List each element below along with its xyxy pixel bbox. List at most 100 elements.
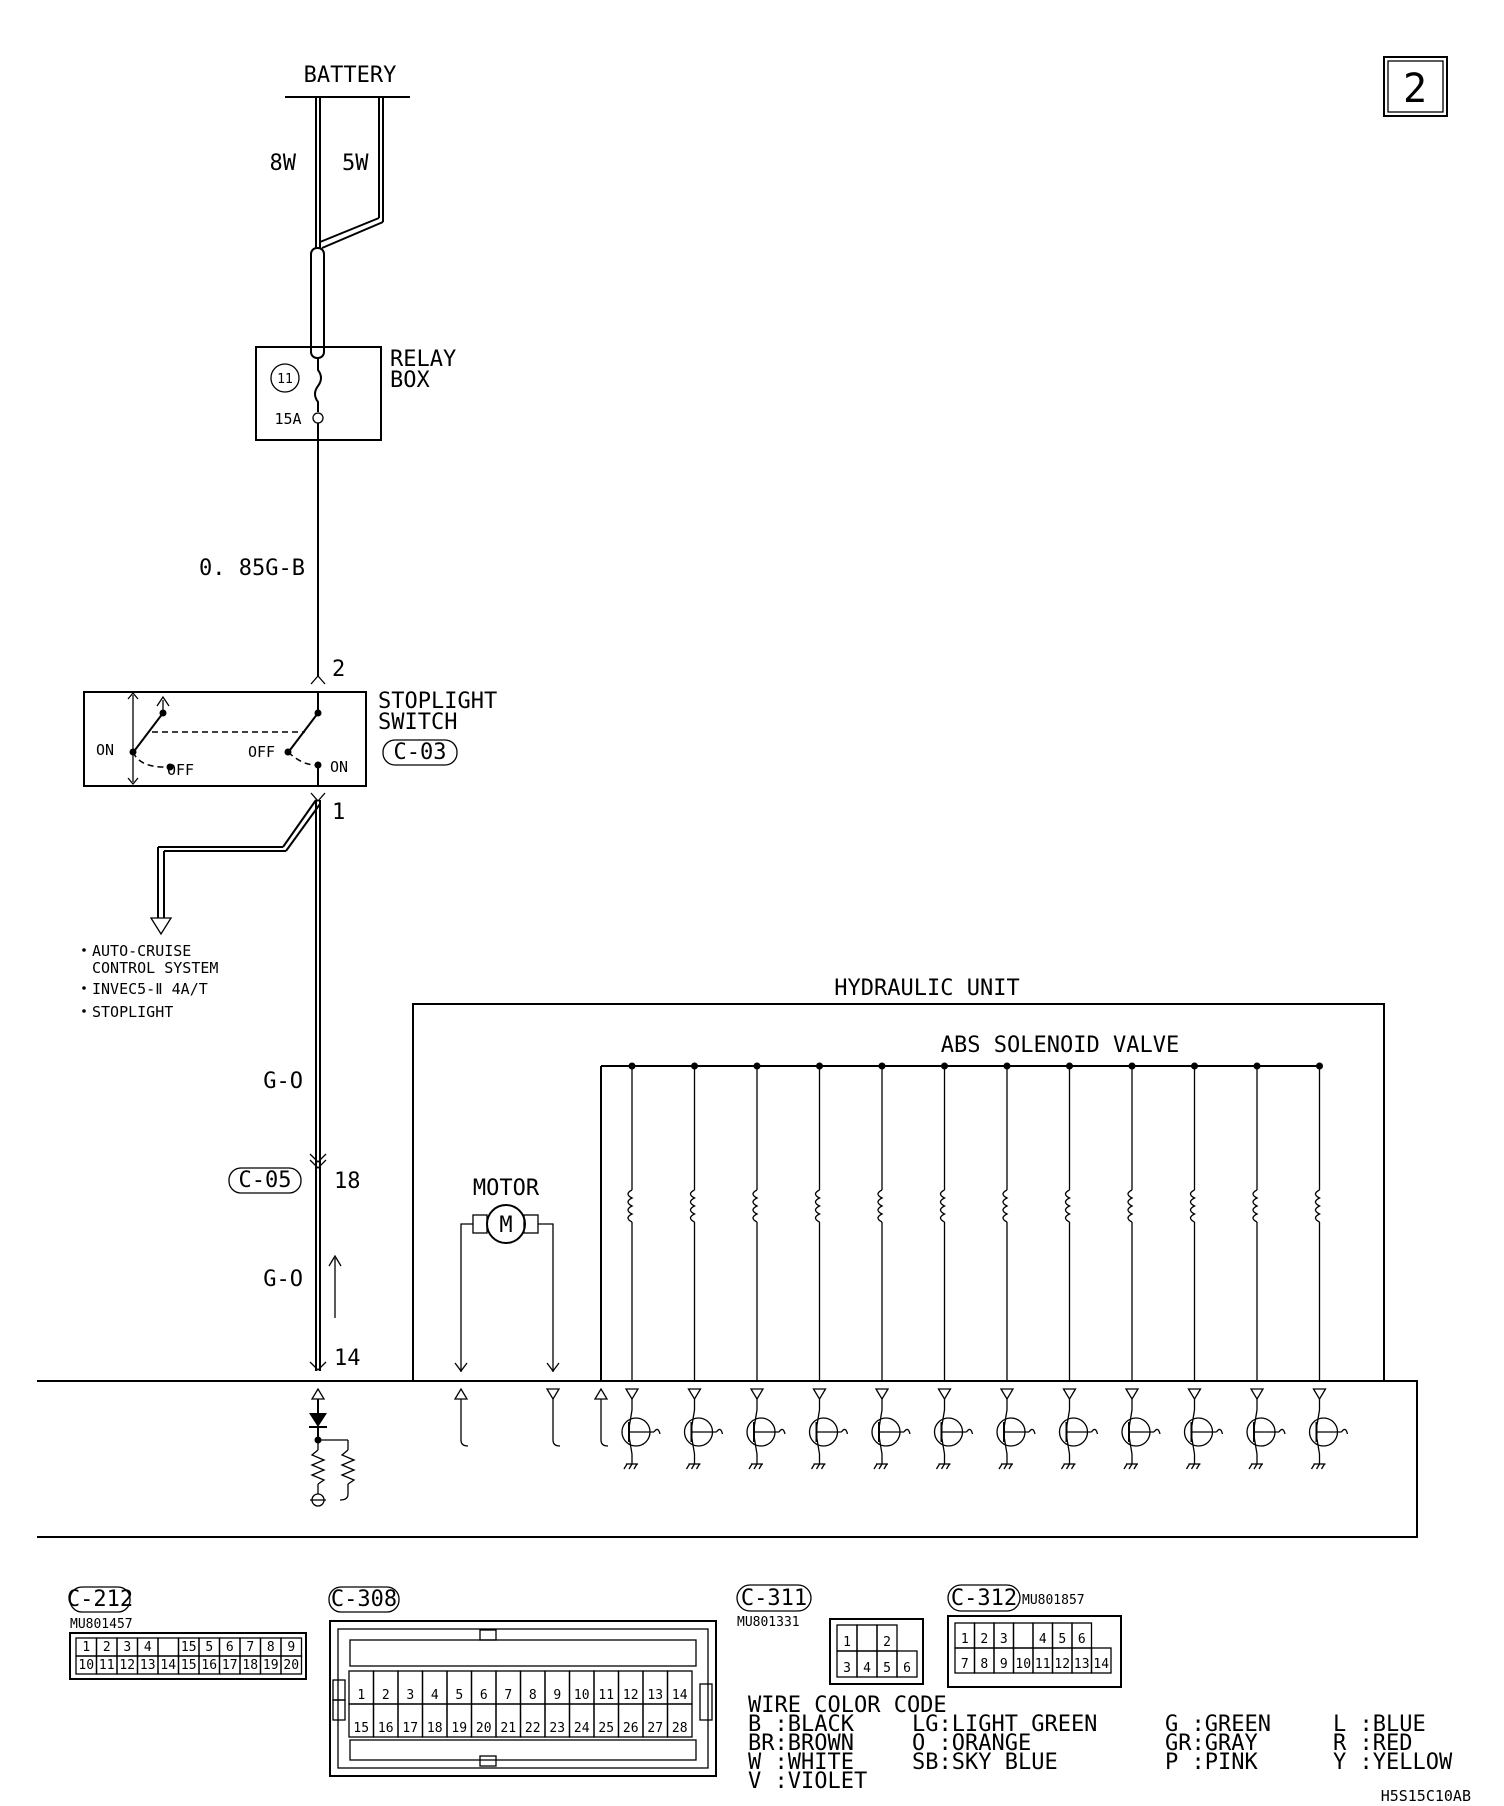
c212-pin-label: 16 <box>201 1658 217 1673</box>
c308-pin-label: 23 <box>549 1721 565 1736</box>
c212-pin-cell <box>157 1637 180 1657</box>
driver-transistor-2 <box>683 1388 724 1470</box>
switch-contact-off-right: OFF <box>248 743 275 761</box>
page-number: 2 <box>1403 66 1427 112</box>
c312-pin-label: 13 <box>1074 1657 1090 1672</box>
wire-color-code-entry: L :BLUE <box>1333 1712 1426 1737</box>
switch-contact-on-right: ON <box>330 758 348 776</box>
solenoid-valve-12 <box>1314 1062 1323 1381</box>
solenoid-valve-3 <box>752 1062 761 1381</box>
wire-label-g-o-upper: G-O <box>263 1069 303 1094</box>
c312-pin-cell: 13 <box>1071 1647 1093 1674</box>
c212-pin-cell: 6 <box>218 1637 241 1657</box>
c212-pin-cell: 1 <box>75 1637 98 1657</box>
c312-pin-cell: 3 <box>993 1622 1015 1649</box>
c308-pin-cell: 26 <box>617 1703 644 1738</box>
fuse-number: 11 <box>277 372 293 387</box>
c308-pin-cell: 9 <box>544 1670 571 1705</box>
wire-color-code-entry: G :GREEN <box>1165 1712 1271 1737</box>
c308-pin-label: 4 <box>431 1688 439 1703</box>
driver-transistor-5 <box>871 1388 911 1470</box>
hydraulic-unit-label: HYDRAULIC UNIT <box>834 976 1019 1001</box>
c312-pin-label: 12 <box>1054 1657 1070 1672</box>
c212-pin-cell: 15 <box>177 1637 200 1657</box>
figure-code: H5S15C10AB <box>1381 1787 1471 1805</box>
coil-icon <box>1064 1189 1071 1223</box>
connector-c212-part-no: MU801457 <box>70 1617 133 1632</box>
c308-pin-cell: 23 <box>544 1703 571 1738</box>
abs-solenoid-valve-label: ABS SOLENOID VALVE <box>941 1033 1179 1058</box>
c312-pin-cell: 10 <box>1012 1647 1034 1674</box>
switch-label-line1: STOPLIGHT <box>378 689 497 714</box>
c312-pin-label: 3 <box>1000 1632 1008 1647</box>
c308-pin-cell: 11 <box>593 1670 620 1705</box>
driver-transistor-12 <box>1308 1388 1349 1470</box>
wire-color-code-entry: W :WHITE <box>748 1750 854 1775</box>
hydraulic-unit: HYDRAULIC UNIT ABS SOLENOID VALVE MOTOR … <box>412 976 1385 1381</box>
c308-pin-cell: 6 <box>470 1670 497 1705</box>
connector-c308-label: C-308 <box>331 1587 397 1612</box>
connector-c312-label: C-312 <box>951 1586 1017 1611</box>
c311-pin-cell: 6 <box>896 1650 918 1678</box>
c212-pin-label: 20 <box>283 1658 299 1673</box>
connector-c05-oval <box>228 1167 302 1194</box>
c308-pin-cell: 13 <box>642 1670 669 1705</box>
fuse-number-circle <box>270 363 300 393</box>
c308-pin-cell: 21 <box>495 1703 522 1738</box>
c311-pin-cell: 3 <box>836 1650 858 1678</box>
c308-pin-cell: 19 <box>446 1703 473 1738</box>
wire-color-code-entry: B :BLACK <box>748 1712 855 1737</box>
c308-pin-cell: 18 <box>421 1703 448 1738</box>
c312-pin-label: 11 <box>1035 1657 1051 1672</box>
coil-icon <box>689 1189 696 1223</box>
connector-c311-label: C-311 <box>741 1586 807 1611</box>
solenoid-valve-7 <box>1002 1062 1011 1381</box>
wire-label-8w: 8W <box>270 151 297 176</box>
c212-pin-label: 15 <box>181 1640 197 1655</box>
branch-wire: AUTO-CRUISE CONTROL SYSTEM INVEC5-Ⅱ 4A/T… <box>82 799 321 1021</box>
relay-box-label-line1: RELAY <box>390 347 456 372</box>
c312-pin-label: 2 <box>980 1632 988 1647</box>
c312-pin-cell: 4 <box>1032 1622 1054 1649</box>
solenoid-valve-11 <box>1252 1062 1261 1381</box>
c308-pin-cell: 25 <box>593 1703 620 1738</box>
c312-pin-cell: 5 <box>1051 1622 1073 1649</box>
c308-pin-cell: 7 <box>495 1670 522 1705</box>
driver-transistor-3 <box>746 1388 786 1470</box>
c308-pin-label: 11 <box>598 1688 614 1703</box>
c212-pin-label: 12 <box>119 1658 135 1673</box>
c308-pin-cell: 27 <box>642 1703 669 1738</box>
c312-pin-cell: 1 <box>954 1622 976 1649</box>
c212-pin-label: 3 <box>123 1640 131 1655</box>
c308-pin-label: 7 <box>504 1688 512 1703</box>
wire-color-code-entry: GR:GRAY <box>1165 1731 1258 1756</box>
c312-pin-label: 7 <box>961 1657 969 1672</box>
c212-pin-label: 4 <box>144 1640 152 1655</box>
c212-pin-cell: 10 <box>75 1655 98 1675</box>
c212-pin-label: 6 <box>226 1640 234 1655</box>
c308-pin-label: 17 <box>402 1721 418 1736</box>
c311-pin-cell: 4 <box>856 1650 878 1678</box>
c308-pin-cell: 12 <box>617 1670 644 1705</box>
branch-destination-2: CONTROL SYSTEM <box>92 959 218 977</box>
switch-contact-off-left: OFF <box>167 761 194 779</box>
c308-pin-cell: 8 <box>519 1670 546 1705</box>
c212-pin-cell: 18 <box>239 1655 262 1675</box>
c212-pin-cell: 14 <box>157 1655 180 1675</box>
c308-pin-cell: 2 <box>372 1670 399 1705</box>
motor-label: MOTOR <box>473 1176 540 1201</box>
c308-pin-label: 5 <box>455 1688 463 1703</box>
connector-c312-part-no: MU801857 <box>1022 1593 1085 1608</box>
c312-pin-cell: 12 <box>1051 1647 1073 1674</box>
c308-pin-label: 27 <box>647 1721 663 1736</box>
coil-icon <box>814 1189 821 1223</box>
c311-pin-cell: 1 <box>836 1624 858 1652</box>
coil-icon <box>877 1189 884 1223</box>
solenoid-valve-6 <box>939 1062 948 1381</box>
c312-pin-label: 1 <box>961 1632 969 1647</box>
c308-pin-label: 8 <box>529 1688 537 1703</box>
c308-pin-label: 19 <box>451 1721 467 1736</box>
coil-icon <box>939 1189 946 1223</box>
